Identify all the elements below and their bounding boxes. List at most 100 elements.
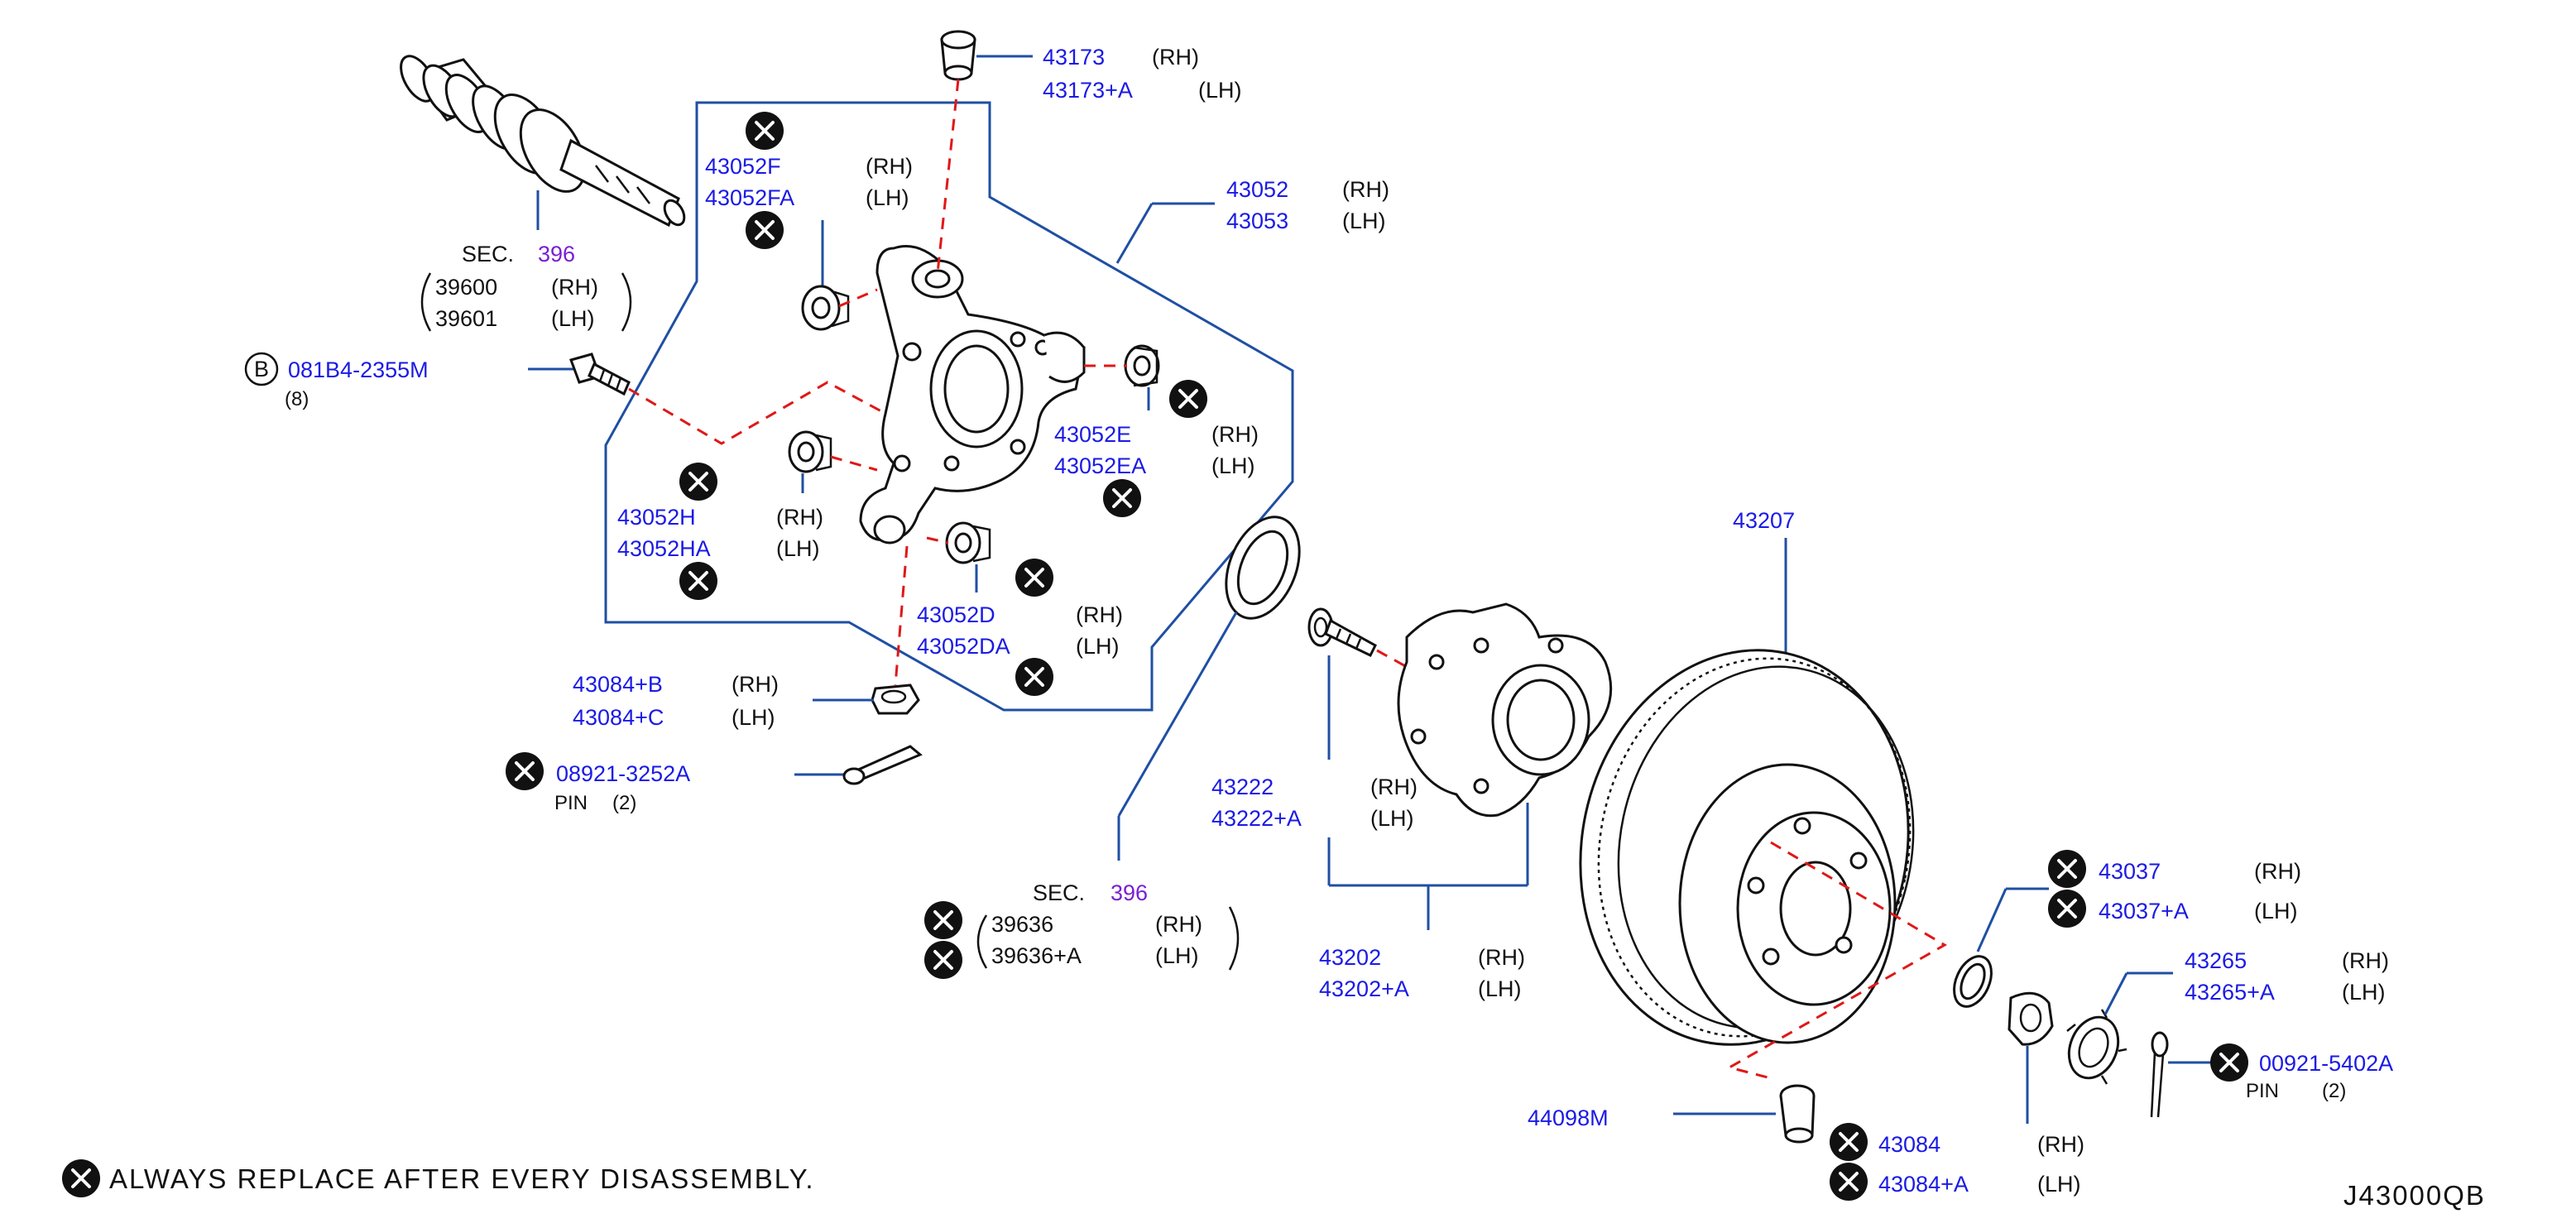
bushing-43052E-part[interactable]	[1124, 344, 1160, 387]
pin-qty: (2)	[2322, 1080, 2346, 1102]
part-43207[interactable]: 43207	[1733, 508, 1795, 533]
x-circle-icon	[678, 560, 719, 602]
side-rh: (RH)	[1155, 912, 1202, 937]
side-lh: (LH)	[1370, 806, 1414, 831]
x-circle-icon	[1014, 557, 1055, 598]
part-43052DA[interactable]: 43052DA	[917, 634, 1010, 659]
part-44098M[interactable]: 44098M	[1528, 1106, 1609, 1130]
side-rh: (RH)	[2037, 1132, 2084, 1157]
part-43084[interactable]: 43084	[1878, 1132, 1940, 1157]
part-43052F[interactable]: 43052F	[705, 154, 781, 179]
pin-desc: PIN	[554, 792, 588, 814]
part-43052[interactable]: 43052	[1226, 177, 1288, 202]
sec-396-link[interactable]: 396	[538, 242, 575, 266]
x-circle-icon	[1828, 1161, 1869, 1202]
part-39636[interactable]: 39636	[991, 912, 1053, 937]
part-43173-a[interactable]: 43173+A	[1043, 78, 1133, 103]
side-rh: (RH)	[1152, 45, 1199, 70]
part-00921-5402A[interactable]: 00921-5402A	[2259, 1051, 2393, 1076]
side-rh: (RH)	[1342, 177, 1389, 202]
part-43202[interactable]: 43202	[1319, 945, 1381, 970]
cotter-pin-part[interactable]	[2150, 1031, 2169, 1118]
side-rh: (RH)	[551, 275, 598, 300]
side-lh: (LH)	[1478, 976, 1522, 1001]
x-circle-icon	[1168, 378, 1209, 420]
x-circle-icon	[1014, 656, 1055, 698]
pin-desc: PIN	[2246, 1080, 2279, 1102]
x-circle-icon	[2209, 1042, 2250, 1083]
part-43265-a[interactable]: 43265+A	[2185, 980, 2275, 1005]
side-lh: (LH)	[1198, 78, 1242, 103]
screw-44098m-part[interactable]	[1779, 1084, 1816, 1144]
part-43084-a[interactable]: 43084+A	[1878, 1172, 1969, 1197]
part-43173[interactable]: 43173	[1043, 45, 1105, 70]
washer-part[interactable]	[1947, 951, 1999, 1013]
cotter-pin-part[interactable]	[842, 745, 923, 785]
part-43052D[interactable]: 43052D	[917, 602, 995, 627]
side-lh: (LH)	[1342, 209, 1386, 233]
part-43052EA[interactable]: 43052EA	[1054, 453, 1146, 478]
sec-396-link[interactable]: 396	[1111, 880, 1148, 905]
bushing-43052D-part[interactable]	[945, 521, 991, 564]
bushing-43173-part[interactable]	[940, 30, 976, 81]
side-rh: (RH)	[866, 154, 913, 179]
bushing-43052F-part[interactable]	[801, 285, 850, 331]
svg-text:B: B	[254, 357, 269, 381]
axle-nut-part[interactable]	[2008, 991, 2054, 1046]
x-circle-icon	[678, 461, 719, 502]
drive-shaft-part[interactable]	[394, 50, 688, 228]
part-08921-3252A[interactable]: 08921-3252A	[556, 761, 690, 786]
replace-legend: ALWAYS REPLACE AFTER EVERY DISASSEMBLY.	[109, 1163, 815, 1194]
side-rh: (RH)	[1478, 945, 1525, 970]
side-lh: (LH)	[551, 306, 595, 331]
part-43037-a[interactable]: 43037+A	[2099, 899, 2189, 923]
wheel-hub-part[interactable]	[1397, 602, 1613, 818]
x-circle-icon	[1828, 1121, 1869, 1163]
x-circle-icon	[1101, 477, 1143, 519]
part-39601[interactable]: 39601	[435, 306, 497, 331]
part-43084-b[interactable]: 43084+B	[573, 672, 663, 697]
part-43037[interactable]: 43037	[2099, 859, 2161, 884]
part-43202-a[interactable]: 43202+A	[1319, 976, 1409, 1001]
part-39636-a[interactable]: 39636+A	[991, 943, 1082, 968]
pin-qty: (2)	[612, 792, 636, 814]
side-rh: (RH)	[1211, 422, 1259, 447]
side-lh: (LH)	[2342, 980, 2386, 1005]
part-43053[interactable]: 43053	[1226, 209, 1288, 233]
knuckle-group-outline	[604, 101, 1294, 712]
x-circle-icon	[2046, 888, 2088, 929]
x-circle-icon	[2046, 848, 2088, 890]
bushing-43052H-part[interactable]	[788, 430, 832, 473]
x-circle-icon	[744, 110, 785, 151]
part-43222-a[interactable]: 43222+A	[1211, 806, 1302, 831]
steering-knuckle-part[interactable]	[859, 245, 1086, 544]
part-43052H[interactable]: 43052H	[617, 505, 696, 530]
diagram-id: J43000QB	[2343, 1180, 2486, 1211]
part-43052HA[interactable]: 43052HA	[617, 536, 711, 561]
x-circle-icon	[744, 209, 785, 251]
part-43265[interactable]: 43265	[2185, 948, 2247, 973]
part-43052E[interactable]: 43052E	[1054, 422, 1131, 447]
part-39600[interactable]: 39600	[435, 275, 497, 300]
side-lh: (LH)	[2037, 1172, 2081, 1197]
x-circle-icon	[504, 751, 545, 792]
side-rh: (RH)	[776, 505, 823, 530]
side-lh: (LH)	[866, 185, 909, 210]
side-lh: (LH)	[732, 705, 775, 730]
nut-43084b-part[interactable]	[871, 684, 920, 715]
bolt-part[interactable]	[569, 353, 631, 396]
part-43222[interactable]: 43222	[1211, 775, 1274, 799]
sec-396-label: SEC.	[462, 242, 514, 266]
bolt-qty: (8)	[285, 388, 309, 410]
hub-bolt-part[interactable]	[1307, 607, 1377, 657]
side-lh: (LH)	[776, 536, 820, 561]
part-081B4-2355M[interactable]: 081B4-2355M	[288, 357, 429, 382]
x-circle-icon	[923, 899, 964, 941]
adjusting-cap-part[interactable]	[2060, 1009, 2127, 1086]
side-rh: (RH)	[2342, 948, 2389, 973]
oil-seal-part[interactable]	[1212, 506, 1313, 630]
part-43052FA[interactable]: 43052FA	[705, 185, 794, 210]
brake-rotor-part[interactable]	[1544, 619, 1946, 1075]
part-43084-c[interactable]: 43084+C	[573, 705, 664, 730]
